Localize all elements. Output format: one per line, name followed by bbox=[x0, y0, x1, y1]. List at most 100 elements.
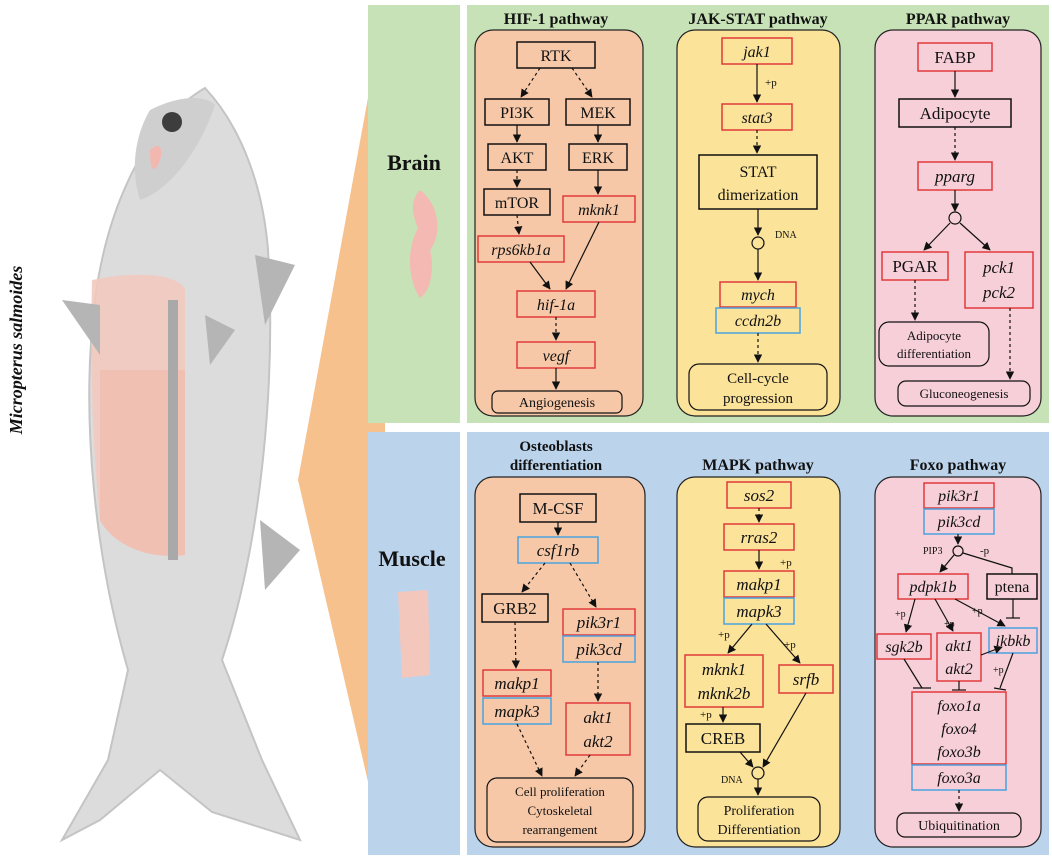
brain-tissue-icon bbox=[409, 190, 438, 298]
jakstat-title: JAK-STAT pathway bbox=[688, 11, 827, 28]
label-jak-plus-p: +p bbox=[765, 77, 777, 89]
label-sgk2b: sgk2b bbox=[885, 639, 922, 656]
label-rras2: rras2 bbox=[741, 528, 778, 547]
ppar-node bbox=[948, 211, 962, 225]
label-pgar: PGAR bbox=[892, 257, 938, 276]
label-pdpk1b: pdpk1b bbox=[908, 579, 956, 596]
node-foxo-group bbox=[911, 691, 1007, 765]
node-rps6kb1a bbox=[477, 235, 565, 263]
node-gluconeogenesis bbox=[897, 380, 1031, 407]
mapk-nodes: sos2 rras2 +p makp1 mapk3 +p +p mknk1 mk… bbox=[684, 481, 834, 842]
label-foxo-pik3r1: pik3r1 bbox=[937, 488, 980, 505]
ppar-title: PPAR pathway bbox=[906, 11, 1010, 28]
ppar-nodes: FABP Adipocyte pparg PGAR pck1 pck2 Adip… bbox=[878, 42, 1034, 407]
label-foxo-pik3cd: pik3cd bbox=[937, 514, 982, 531]
node-foxo-pik3cd bbox=[923, 508, 995, 535]
node-mapk-makp1 bbox=[723, 570, 795, 598]
label-ubiquitination: Ubiquitination bbox=[918, 819, 1000, 834]
label-mapk-plus-p-1: +p bbox=[780, 557, 792, 569]
label-foxo-plus-p-1: +p bbox=[895, 609, 906, 620]
label-grb2: GRB2 bbox=[493, 599, 536, 618]
label-mapk-dna: DNA bbox=[721, 775, 743, 786]
mapk-title: MAPK pathway bbox=[702, 457, 814, 474]
node-foxo-pik3r1 bbox=[923, 482, 995, 509]
node-pck bbox=[964, 251, 1034, 309]
label-pip3: PIP3 bbox=[923, 546, 942, 557]
node-creb bbox=[685, 723, 761, 753]
label-foxo3a: foxo3a bbox=[937, 770, 981, 787]
label-cell-cycle-1: Cell-cycle bbox=[727, 371, 789, 387]
node-cell-cycle bbox=[688, 363, 828, 411]
node-csf1rb bbox=[517, 536, 599, 564]
label-osteo-mapk3: mapk3 bbox=[494, 702, 539, 721]
label-foxo-akt2: akt2 bbox=[945, 661, 973, 678]
osteo-title-1: Osteoblasts bbox=[519, 439, 593, 455]
label-mapk-plus-p-4: +p bbox=[700, 709, 712, 721]
hif1-nodes: RTK PI3K MEK AKT ERK mTOR mknk1 rps6kb1a… bbox=[477, 41, 636, 414]
label-rps6kb1a: rps6kb1a bbox=[491, 242, 551, 259]
label-rtk: RTK bbox=[540, 48, 571, 65]
mapk-panel bbox=[676, 476, 841, 848]
ppar-arrows bbox=[910, 71, 1015, 380]
label-gluconeogenesis: Gluconeogenesis bbox=[920, 386, 1009, 401]
pip3-node bbox=[952, 545, 964, 557]
label-mcsf: M-CSF bbox=[532, 499, 583, 518]
label-minus-p: -p bbox=[980, 545, 990, 557]
label-foxo1a: foxo1a bbox=[937, 698, 981, 715]
label-mknk1: mknk1 bbox=[578, 202, 620, 219]
label-adipocyte: Adipocyte bbox=[920, 104, 991, 123]
label-mapk-mknk1: mknk1 bbox=[702, 660, 746, 679]
label-osteo-out-1: Cell proliferation bbox=[515, 784, 605, 799]
label-adip-diff-1: Adipocyte bbox=[907, 328, 961, 343]
label-mapk-out-1: Proliferation bbox=[724, 804, 795, 819]
node-osteo-pik3r1 bbox=[562, 608, 636, 636]
label-mapk-plus-p-2: +p bbox=[718, 629, 730, 641]
osteo-title-2: differentiation bbox=[510, 458, 603, 474]
species-label: Micropterus salmoides bbox=[6, 266, 26, 436]
label-angiogenesis: Angiogenesis bbox=[519, 396, 595, 411]
muscle-tissue-icon bbox=[398, 590, 430, 678]
label-stat3: stat3 bbox=[741, 110, 772, 127]
label-mapk-mknk2b: mknk2b bbox=[698, 684, 751, 703]
label-mtor: mTOR bbox=[495, 195, 539, 212]
label-stat-dim-1: STAT bbox=[740, 164, 777, 181]
label-srfb: srfb bbox=[793, 670, 819, 689]
hif1-arrows bbox=[512, 67, 603, 390]
jakstat-arrows bbox=[752, 64, 763, 363]
label-creb: CREB bbox=[701, 729, 745, 748]
label-foxo-plus-p-4: +p bbox=[993, 665, 1004, 676]
label-foxo3b: foxo3b bbox=[937, 744, 981, 761]
muscle-label: Muscle bbox=[378, 546, 445, 571]
label-sos2: sos2 bbox=[744, 486, 775, 505]
node-osteo-outcome bbox=[486, 777, 634, 843]
brain-label: Brain bbox=[387, 150, 441, 175]
label-mapk-mapk3: mapk3 bbox=[736, 602, 781, 621]
label-ikbkb: ikbkb bbox=[996, 633, 1031, 650]
osteo-nodes: M-CSF csf1rb GRB2 pik3r1 pik3cd makp1 ma… bbox=[481, 493, 636, 843]
label-pck2: pck2 bbox=[982, 283, 1016, 302]
foxo-title: Foxo pathway bbox=[910, 457, 1006, 474]
node-rtk bbox=[516, 41, 596, 69]
node-mych bbox=[719, 281, 797, 308]
label-fabp: FABP bbox=[934, 48, 975, 67]
label-jak1: jak1 bbox=[741, 44, 771, 61]
label-hif1a: hif-1a bbox=[537, 297, 575, 314]
label-ptena: ptena bbox=[995, 579, 1030, 596]
fish-illustration bbox=[59, 86, 302, 843]
node-osteo-makp1 bbox=[482, 669, 552, 697]
label-vegf: vegf bbox=[543, 348, 572, 365]
label-foxo-akt1: akt1 bbox=[945, 638, 973, 655]
label-foxo4: foxo4 bbox=[941, 721, 977, 738]
fish-eye bbox=[162, 112, 182, 132]
label-adip-diff-2: differentiation bbox=[897, 346, 972, 361]
label-mych: mych bbox=[741, 287, 775, 304]
tissue-fan bbox=[298, 5, 385, 855]
node-ubiquitination bbox=[896, 812, 1022, 838]
label-erk: ERK bbox=[582, 150, 614, 167]
foxo-arrows bbox=[903, 534, 1020, 812]
node-mapk-mapk3 bbox=[723, 597, 795, 625]
label-mek: MEK bbox=[580, 105, 616, 122]
node-angiogenesis bbox=[491, 390, 623, 414]
mapk-arrows bbox=[718, 508, 807, 796]
